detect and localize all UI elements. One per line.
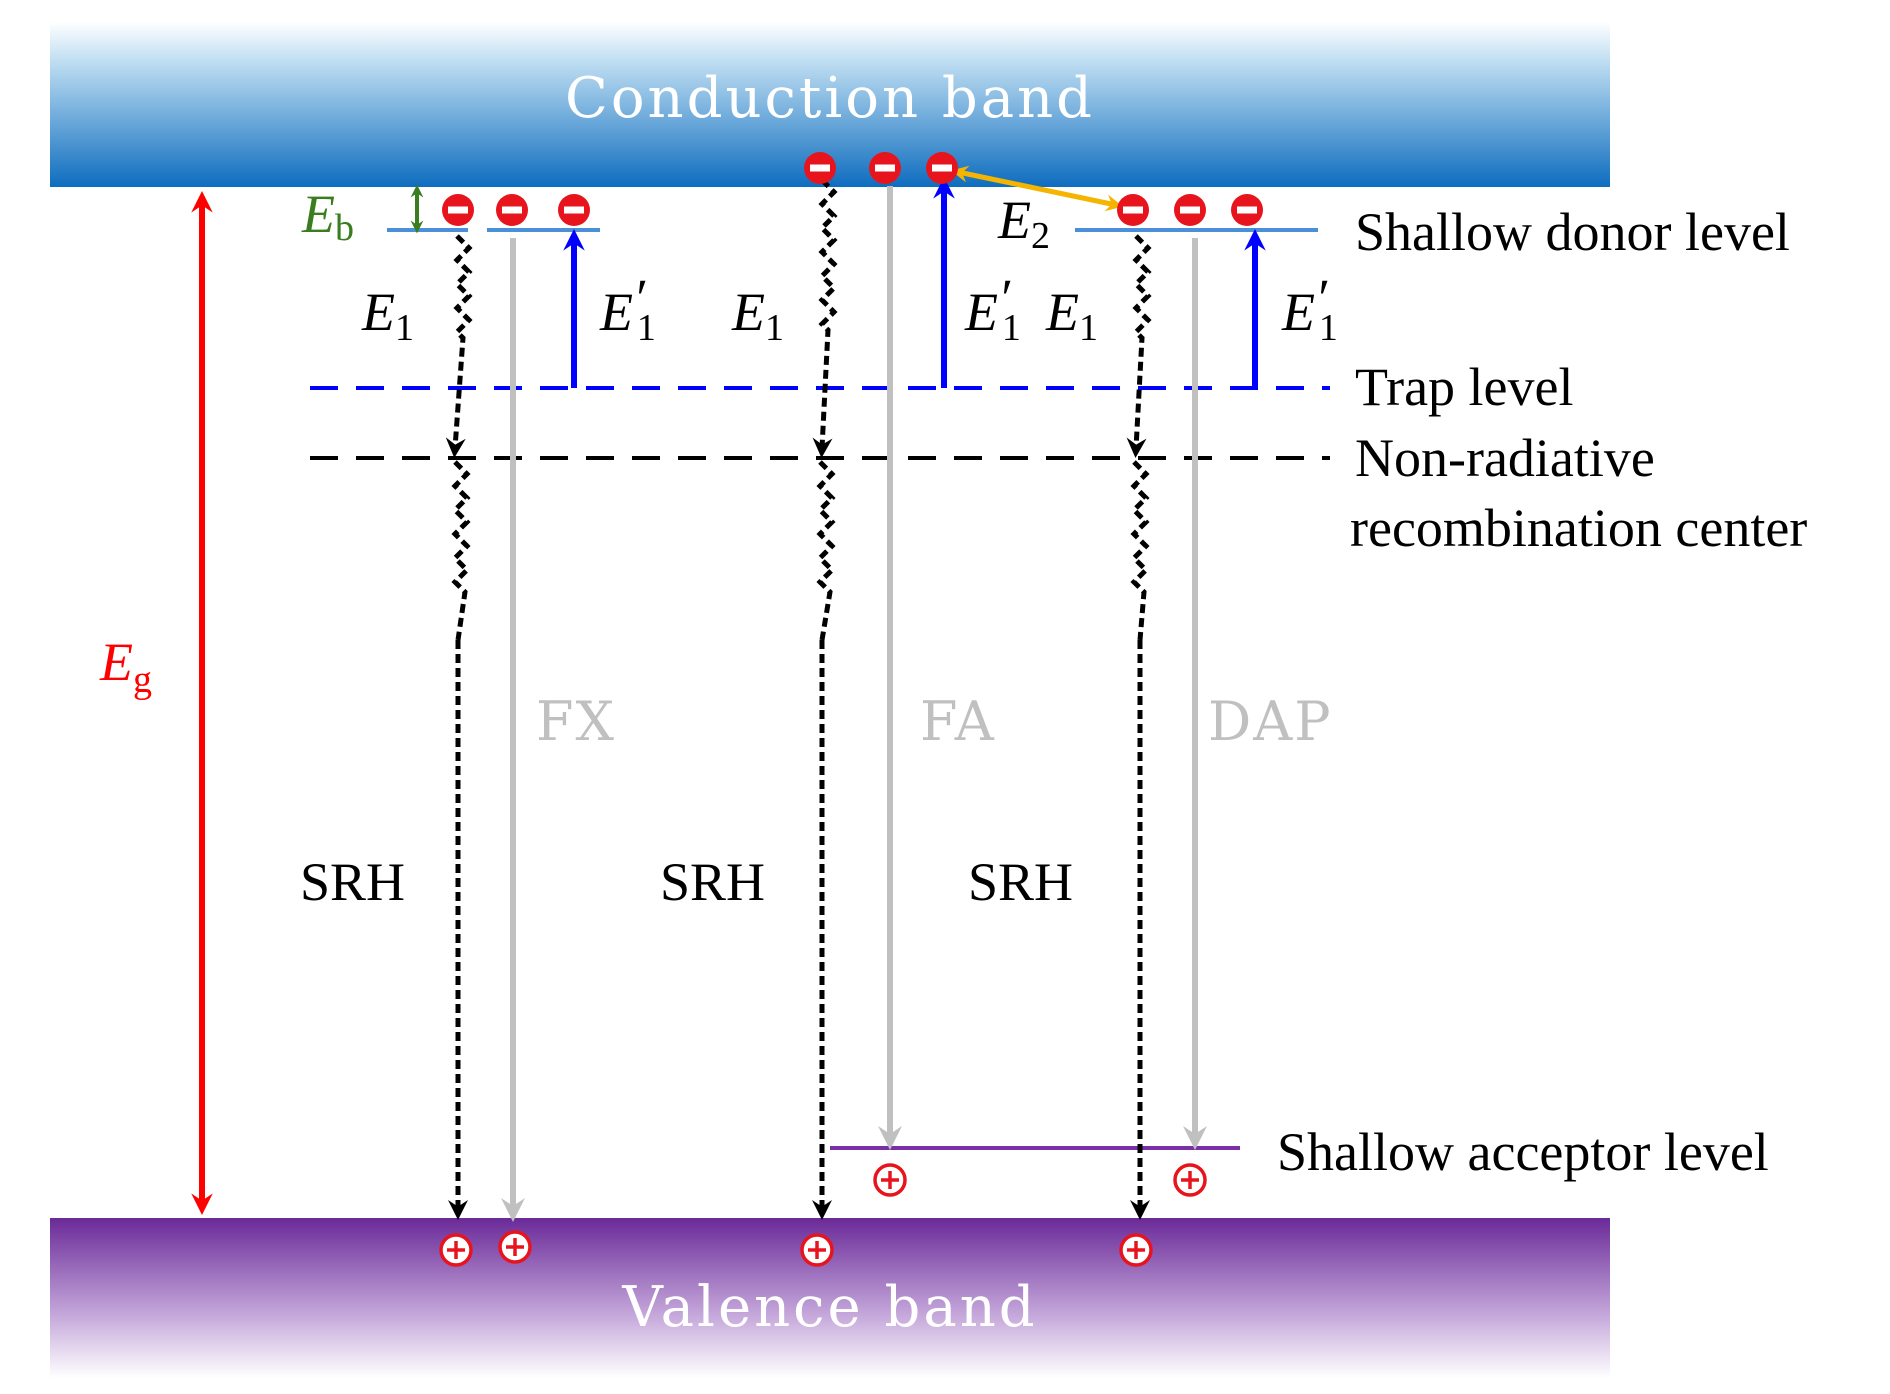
fa-label: FA	[920, 690, 996, 753]
electron-icon	[804, 152, 836, 184]
squiggle-srh-group1	[451, 460, 471, 641]
squiggle-e1-group1	[445, 234, 473, 458]
electron-icon	[869, 152, 901, 184]
valence-band-label: Valence band	[621, 1275, 1037, 1340]
srh-label-group1: SRH	[300, 852, 405, 912]
shallow-donor-label: Shallow donor level	[1355, 202, 1790, 262]
hole-icon	[1119, 1233, 1153, 1267]
electron-icon	[926, 152, 958, 184]
hole-icon	[439, 1233, 473, 1267]
e1-prime-label-group2: E′1	[964, 268, 1021, 349]
e1-prime-label-group1: E′1	[599, 268, 656, 349]
electron-icon	[1117, 194, 1149, 226]
hole-icon	[1173, 1163, 1207, 1197]
electron-icon	[442, 194, 474, 226]
e1-label-group1: E1	[361, 282, 414, 349]
band-gap-label: Eg	[99, 632, 152, 701]
squiggle-srh-group3	[1130, 460, 1150, 641]
srh-label-group3: SRH	[968, 852, 1073, 912]
hole-icon	[498, 1230, 532, 1264]
conduction-band-label: Conduction band	[565, 66, 1095, 131]
electron-icon	[558, 194, 590, 226]
e1-label-group3: E1	[1045, 282, 1098, 349]
squiggle-e1-group2	[812, 178, 838, 458]
hole-icon	[873, 1163, 907, 1197]
hole-icon	[800, 1233, 834, 1267]
nonrad-label-line1: Non-radiative	[1355, 428, 1655, 488]
squiggle-e1-group3	[1126, 234, 1152, 458]
srh-label-group2: SRH	[660, 852, 765, 912]
e1-label-group2: E1	[731, 282, 784, 349]
electron-icon	[1231, 194, 1263, 226]
e2-arrow	[951, 165, 1123, 212]
electron-icon	[1174, 194, 1206, 226]
electron-icon	[496, 194, 528, 226]
squiggle-srh-group2	[816, 460, 836, 641]
e2-label: E2	[997, 190, 1050, 257]
dap-label: DAP	[1208, 690, 1333, 753]
trap-level-label: Trap level	[1355, 357, 1573, 417]
fx-label: FX	[536, 690, 616, 753]
binding-energy-label: Eb	[301, 184, 354, 249]
nonrad-label-line2: recombination center	[1350, 498, 1807, 558]
e1-prime-label-group3: E′1	[1281, 268, 1338, 349]
shallow-acceptor-label: Shallow acceptor level	[1277, 1122, 1769, 1182]
